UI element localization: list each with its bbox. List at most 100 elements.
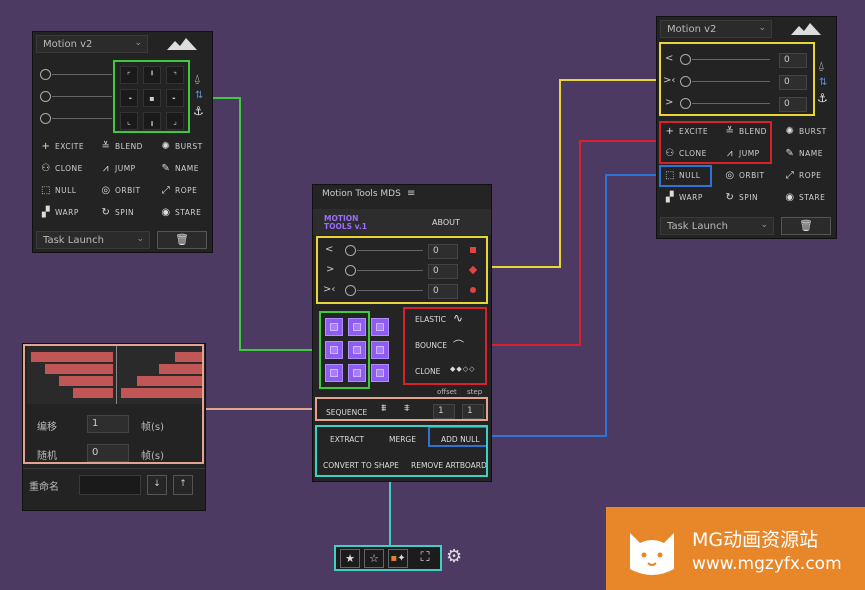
merge-shape-icon[interactable]: ▪✦ [388, 549, 408, 568]
rocket-icon[interactable]: ⍙ [818, 59, 825, 72]
remove-artboard-button[interactable]: REMOVE ARTBOARD [411, 461, 487, 470]
anchor-left-icon[interactable]: ╺ [120, 89, 138, 107]
anchor-cell[interactable] [325, 341, 343, 359]
menu-icon[interactable]: ≡ [407, 188, 416, 199]
link-icon[interactable]: ⇅ [819, 77, 828, 88]
star-shape-icon[interactable]: ★ [340, 549, 360, 568]
tool-stare[interactable]: ◉STARE [160, 205, 201, 219]
slider-knob[interactable] [345, 285, 356, 296]
elastic-button[interactable]: ELASTIC [415, 315, 447, 324]
keyframe-circle-icon[interactable] [470, 287, 476, 293]
anchor-top-icon[interactable]: ╹ [143, 66, 161, 84]
sequence-offset-input[interactable]: 1 [433, 404, 455, 419]
tool-blend[interactable]: ≚BLEND [724, 124, 767, 138]
tool-rope[interactable]: ⤢ROPE [160, 183, 197, 197]
delete-button[interactable]: 🗑 [157, 231, 207, 249]
task-launch-dropdown[interactable]: Task Launch ⌄ [36, 231, 150, 249]
clone-button[interactable]: CLONE [415, 367, 441, 376]
tool-orbit[interactable]: ◎ORBIT [100, 183, 141, 197]
extract-button[interactable]: EXTRACT [330, 435, 365, 444]
slider-knob[interactable] [40, 113, 51, 124]
slider-knob[interactable] [680, 98, 691, 109]
tool-stare[interactable]: ◉STARE [784, 190, 825, 204]
anchor-center-icon[interactable]: ▪ [143, 89, 161, 107]
anchor-bottom-right-icon[interactable]: ⌟ [166, 112, 184, 130]
slider-knob[interactable] [345, 245, 356, 256]
slider-3[interactable] [40, 113, 115, 127]
tool-jump[interactable]: ⩘JUMP [724, 146, 760, 160]
tool-null[interactable]: ⬚NULL [40, 183, 76, 197]
move-down-button[interactable]: ↓ [147, 475, 167, 495]
offset-input[interactable]: 1 [87, 415, 129, 433]
bounce-button[interactable]: BOUNCE [415, 341, 447, 350]
delete-button[interactable]: 🗑 [781, 217, 831, 235]
tool-name[interactable]: ✎NAME [160, 161, 199, 175]
anchor-cell[interactable] [348, 364, 366, 382]
anchor-cell[interactable] [325, 364, 343, 382]
rocket-icon[interactable]: ⍙ [194, 72, 201, 85]
slider-3-value[interactable]: 0 [779, 97, 807, 112]
sequence-backward-icon[interactable]: ⩨ [404, 403, 410, 414]
anchor-top-left-icon[interactable]: ⌜ [120, 66, 138, 84]
sequence-step-input[interactable]: 1 [462, 404, 484, 419]
slider-2-value[interactable]: 0 [779, 75, 807, 90]
anchor-icon[interactable]: ⚓ [817, 91, 828, 105]
tool-warp[interactable]: ▞WARP [40, 205, 79, 219]
convert-to-shape-button[interactable]: CONVERT TO SHAPE [323, 461, 399, 470]
about-button[interactable]: ABOUT [432, 218, 460, 227]
slider-2[interactable] [40, 91, 115, 105]
motion-version-dropdown[interactable]: Motion v2 ⌄ [660, 20, 772, 38]
slider-knob[interactable] [680, 54, 691, 65]
artboard-icon[interactable]: ⛶ [420, 550, 430, 565]
slider-knob[interactable] [40, 69, 51, 80]
slider-1-value[interactable]: 0 [428, 244, 458, 259]
add-null-button[interactable]: ADD NULL [441, 435, 480, 444]
tool-name[interactable]: ✎NAME [784, 146, 823, 160]
anchor-cell[interactable] [348, 341, 366, 359]
anchor-cell[interactable] [348, 318, 366, 336]
tool-blend[interactable]: ≚BLEND [100, 139, 143, 153]
slider-2-value[interactable]: 0 [428, 264, 458, 279]
anchor-cell[interactable] [371, 318, 389, 336]
slider-3[interactable]: >‹ [323, 284, 425, 299]
motion-version-dropdown[interactable]: Motion v2 ⌄ [36, 35, 148, 53]
slider-1[interactable]: < [325, 244, 425, 259]
slider-knob[interactable] [345, 265, 356, 276]
anchor-top-right-icon[interactable]: ⌝ [166, 66, 184, 84]
tool-burst[interactable]: ✺BURST [160, 139, 203, 153]
keyframe-diamond-icon[interactable] [468, 265, 478, 275]
slider-2[interactable]: > [325, 264, 425, 279]
sequence-forward-icon[interactable]: ⩩ [381, 403, 387, 414]
slider-1[interactable]: < [665, 53, 785, 68]
tool-jump[interactable]: ⩘JUMP [100, 161, 136, 175]
tool-null[interactable]: ⬚NULL [664, 168, 700, 182]
tool-orbit[interactable]: ◎ORBIT [724, 168, 765, 182]
star-shape-alt-icon[interactable]: ☆ [364, 549, 384, 568]
slider-knob[interactable] [40, 91, 51, 102]
move-up-button[interactable]: ↑ [173, 475, 193, 495]
tool-clone[interactable]: ⚇CLONE [664, 146, 707, 160]
anchor-cell[interactable] [325, 318, 343, 336]
tool-warp[interactable]: ▞WARP [664, 190, 703, 204]
tool-excite[interactable]: +EXCITE [664, 124, 708, 138]
slider-1-value[interactable]: 0 [779, 53, 807, 68]
random-input[interactable]: 0 [87, 444, 129, 462]
link-icon[interactable]: ⇅ [195, 90, 204, 101]
rename-input[interactable] [79, 475, 141, 495]
keyframe-square-icon[interactable] [470, 247, 476, 253]
anchor-cell[interactable] [371, 341, 389, 359]
tool-spin[interactable]: ↻SPIN [724, 190, 758, 204]
slider-knob[interactable] [680, 76, 691, 87]
anchor-bottom-icon[interactable]: ╻ [143, 112, 161, 130]
task-launch-dropdown[interactable]: Task Launch ⌄ [660, 217, 774, 235]
anchor-icon[interactable]: ⚓ [193, 104, 204, 118]
settings-gear-icon[interactable]: ⚙ [446, 546, 463, 567]
anchor-right-icon[interactable]: ╸ [166, 89, 184, 107]
tool-rope[interactable]: ⤢ROPE [784, 168, 821, 182]
anchor-cell[interactable] [371, 364, 389, 382]
tool-burst[interactable]: ✺BURST [784, 124, 827, 138]
slider-1[interactable] [40, 69, 115, 83]
tool-spin[interactable]: ↻SPIN [100, 205, 134, 219]
slider-3-value[interactable]: 0 [428, 284, 458, 299]
tool-excite[interactable]: +EXCITE [40, 139, 84, 153]
